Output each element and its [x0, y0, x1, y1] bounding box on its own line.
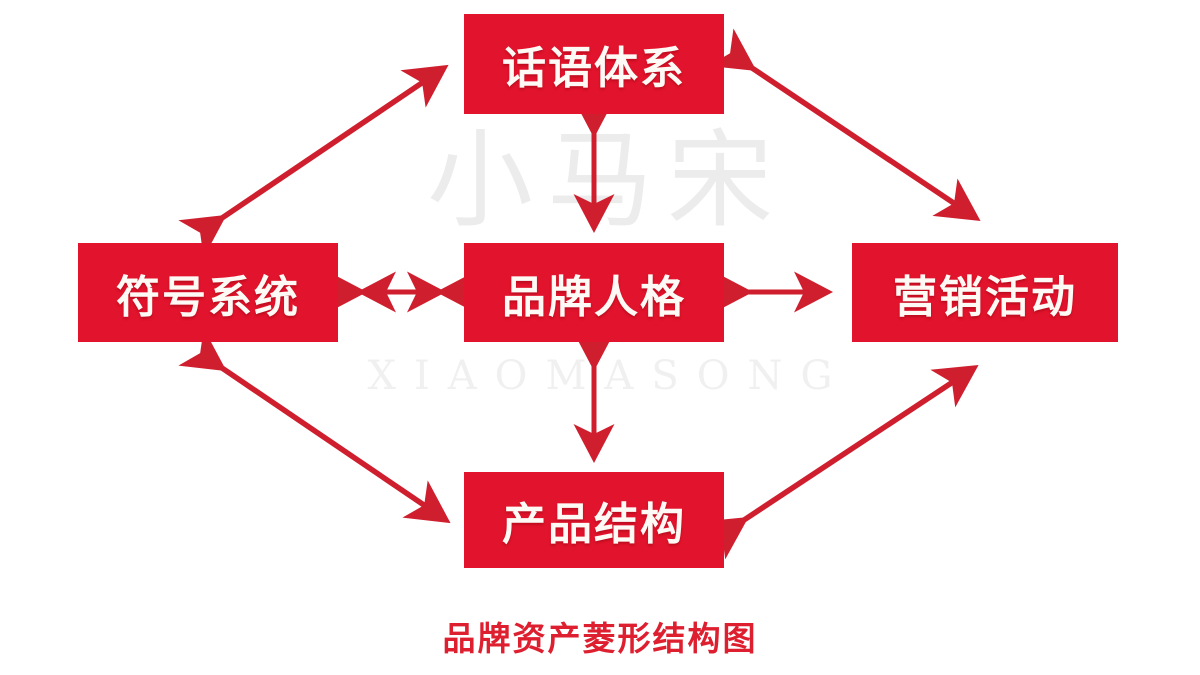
node-brand-personality[interactable]: 品牌人格: [464, 243, 724, 342]
node-symbol-system[interactable]: 符号系统: [78, 243, 338, 342]
connector-left-to-bottom: [178, 328, 451, 524]
node-product-structure[interactable]: 产品结构: [464, 472, 724, 568]
connector-top-to-right: [708, 28, 981, 222]
connector-bottom-to-right: [700, 364, 979, 560]
node-marketing-activities[interactable]: 营销活动: [852, 243, 1118, 342]
node-discourse-system[interactable]: 话语体系: [464, 14, 724, 114]
connector-left-to-top: [178, 64, 449, 258]
diagram-caption: 品牌资产菱形结构图: [442, 619, 758, 658]
